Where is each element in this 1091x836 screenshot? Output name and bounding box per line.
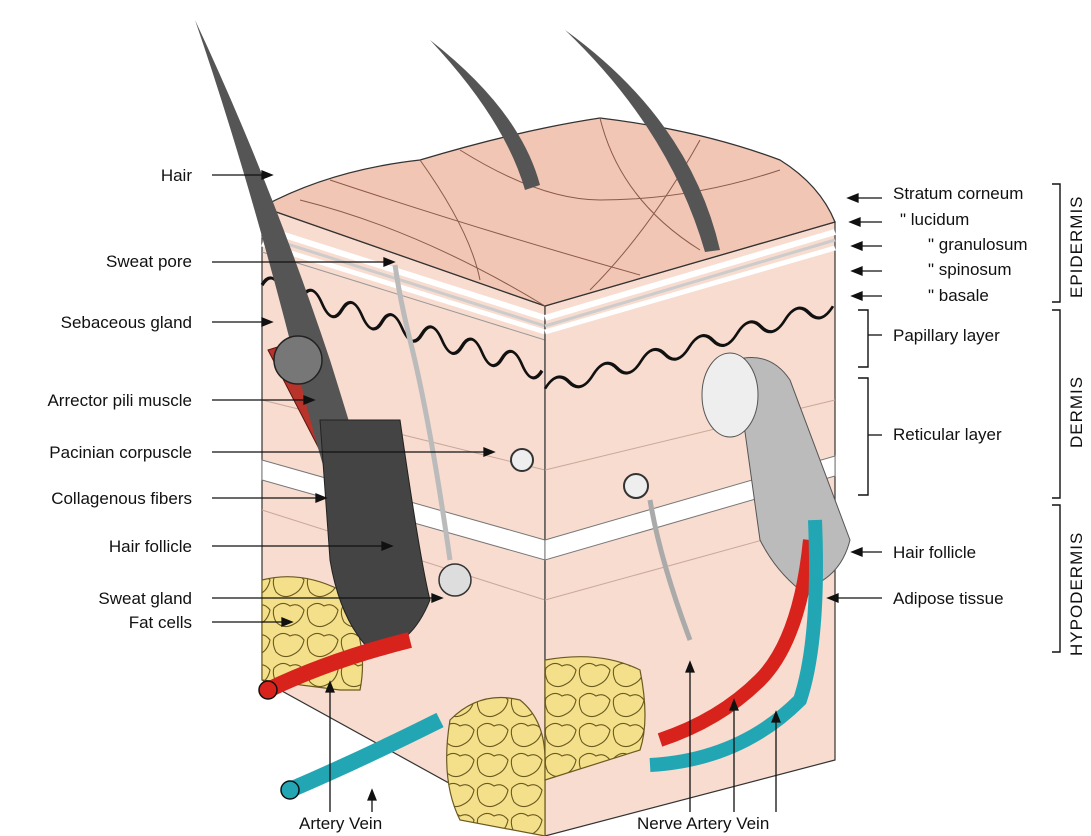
label-hair-follicle-right: Hair follicle xyxy=(893,543,976,563)
label-granulosum: " granulosum xyxy=(928,235,1028,255)
label-reticular-layer: Reticular layer xyxy=(893,425,1002,445)
label-fat-cells: Fat cells xyxy=(40,613,192,633)
label-sweat-gland: Sweat gland xyxy=(20,589,192,609)
label-spinosum: " spinosum xyxy=(928,260,1012,280)
artery-left-end xyxy=(259,681,277,699)
sweat-gland xyxy=(439,564,471,596)
label-left-vessels: Artery Vein xyxy=(299,814,382,834)
sebaceous-gland xyxy=(274,336,322,384)
label-sweat-pore: Sweat pore xyxy=(40,252,192,272)
label-basale: " basale xyxy=(928,286,989,306)
label-hair-follicle-left: Hair follicle xyxy=(20,537,192,557)
sebaceous-gland-right xyxy=(702,353,758,437)
label-adipose-tissue: Adipose tissue xyxy=(893,589,1004,609)
label-stratum-corneum: Stratum corneum xyxy=(893,184,1023,204)
label-pacinian-corpuscle: Pacinian corpuscle xyxy=(4,443,192,463)
vein-left-end xyxy=(281,781,299,799)
label-sebaceous-gland: Sebaceous gland xyxy=(10,313,192,333)
label-hypodermis: HYPODERMIS xyxy=(1067,532,1087,656)
pacinian-corpuscle xyxy=(511,449,533,471)
label-papillary-layer: Papillary layer xyxy=(893,326,1000,346)
label-epidermis: EPIDERMIS xyxy=(1067,195,1087,298)
sub-pointers xyxy=(868,335,882,435)
label-lucidum: " lucidum xyxy=(900,210,969,230)
label-hair: Hair xyxy=(60,166,192,186)
label-right-vessels: Nerve Artery Vein xyxy=(637,814,769,834)
label-collagenous-fibers: Collagenous fibers xyxy=(4,489,192,509)
pacinian-corpuscle-right xyxy=(624,474,648,498)
label-arrector-pili-muscle: Arrector pili muscle xyxy=(4,391,192,411)
label-dermis: DERMIS xyxy=(1067,376,1087,448)
